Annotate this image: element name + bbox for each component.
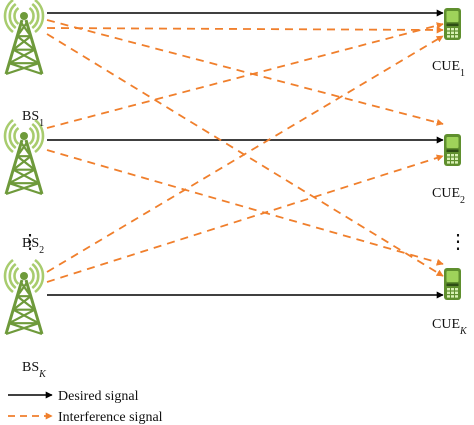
interference-signal-line bbox=[46, 22, 444, 129]
tower-lattice bbox=[5, 22, 43, 76]
wave-arc-left bbox=[13, 6, 20, 26]
wave-arc-right bbox=[28, 266, 35, 286]
base-stations bbox=[3, 0, 45, 336]
antenna-tip-icon bbox=[20, 132, 28, 140]
wave-arc-right bbox=[34, 258, 45, 294]
antenna-tip-icon bbox=[20, 12, 28, 20]
phone-screen bbox=[446, 271, 459, 282]
wave-arc-right bbox=[31, 2, 40, 30]
wave-arc-left bbox=[8, 262, 17, 290]
cell-tower-icon-bs1 bbox=[3, 0, 45, 76]
phone-icon-cuek bbox=[444, 268, 461, 300]
cell-tower-icon-bsk bbox=[3, 258, 45, 336]
cell-tower-icon-bs2 bbox=[3, 118, 45, 196]
phone-key bbox=[451, 35, 454, 38]
wave-arc-left bbox=[3, 258, 14, 294]
interference-signal-line bbox=[46, 149, 444, 266]
wave-arc-left bbox=[13, 266, 20, 286]
wave-arc-right bbox=[31, 262, 40, 290]
interference-signal-line bbox=[46, 26, 444, 34]
phone-key bbox=[451, 157, 454, 160]
phone-icon-cue1 bbox=[444, 8, 461, 40]
phone-hinge bbox=[446, 149, 459, 152]
phone-key bbox=[451, 31, 454, 34]
wave-arc-right bbox=[34, 118, 45, 154]
phone-key bbox=[447, 35, 450, 38]
phone-key bbox=[451, 291, 454, 294]
tower-legs bbox=[4, 19, 44, 75]
phone-screen bbox=[446, 137, 459, 148]
bs-label-2: BS2 bbox=[22, 236, 44, 256]
phone-key bbox=[451, 288, 454, 291]
phone-key bbox=[451, 154, 454, 157]
phone-key bbox=[455, 35, 458, 38]
tower-lattice bbox=[5, 282, 43, 336]
legend-interference-label: Interference signal bbox=[58, 410, 163, 425]
interference-signal-line bbox=[46, 33, 444, 277]
wave-arc-left bbox=[8, 2, 17, 30]
wave-arc-left bbox=[3, 0, 14, 34]
phone-hinge bbox=[446, 23, 459, 26]
tower-legs bbox=[4, 139, 44, 195]
phone-key bbox=[451, 28, 454, 31]
phone-hinge bbox=[446, 283, 459, 286]
signal-links bbox=[46, 9, 444, 299]
phone-key bbox=[455, 161, 458, 164]
phone-key bbox=[455, 288, 458, 291]
cue-label-1: CUE1 bbox=[432, 59, 465, 79]
phone-screen bbox=[446, 11, 459, 22]
phone-key bbox=[455, 295, 458, 298]
phone-key bbox=[455, 31, 458, 34]
phone-key bbox=[447, 295, 450, 298]
wave-arc-left bbox=[3, 118, 14, 154]
cue-label-2: CUE2 bbox=[432, 186, 465, 206]
phone-key bbox=[447, 31, 450, 34]
interference-signal-line bbox=[46, 154, 444, 283]
wave-arc-left bbox=[13, 126, 20, 146]
cue-ellipsis: ⋮ bbox=[448, 231, 468, 253]
phone-key bbox=[455, 157, 458, 160]
phone-key bbox=[451, 295, 454, 298]
cue-label-k: CUEK bbox=[432, 317, 468, 337]
cellular-users bbox=[444, 8, 461, 300]
phone-icon-cue2 bbox=[444, 134, 461, 166]
wave-arc-right bbox=[31, 122, 40, 150]
interference-signal-line bbox=[46, 19, 444, 126]
phone-key bbox=[447, 161, 450, 164]
phone-key bbox=[447, 154, 450, 157]
bs-ellipsis: ⋮ bbox=[20, 231, 40, 253]
phone-key bbox=[447, 28, 450, 31]
phone-key bbox=[447, 291, 450, 294]
wave-arc-left bbox=[8, 122, 17, 150]
phone-key bbox=[455, 28, 458, 31]
interference-signal-line bbox=[46, 35, 444, 273]
legend: Desired signal Interference signal bbox=[8, 389, 163, 425]
bs-label-1: BS1 bbox=[22, 109, 44, 129]
wave-arc-right bbox=[34, 0, 45, 34]
bs-label-k: BSK bbox=[22, 360, 47, 380]
wave-arc-right bbox=[28, 126, 35, 146]
antenna-tip-icon bbox=[20, 272, 28, 280]
phone-key bbox=[455, 291, 458, 294]
wave-arc-right bbox=[28, 6, 35, 26]
tower-lattice bbox=[5, 142, 43, 196]
phone-key bbox=[447, 157, 450, 160]
phone-key bbox=[447, 288, 450, 291]
tower-legs bbox=[4, 279, 44, 335]
phone-key bbox=[451, 161, 454, 164]
legend-desired-label: Desired signal bbox=[58, 389, 139, 404]
phone-key bbox=[455, 154, 458, 157]
